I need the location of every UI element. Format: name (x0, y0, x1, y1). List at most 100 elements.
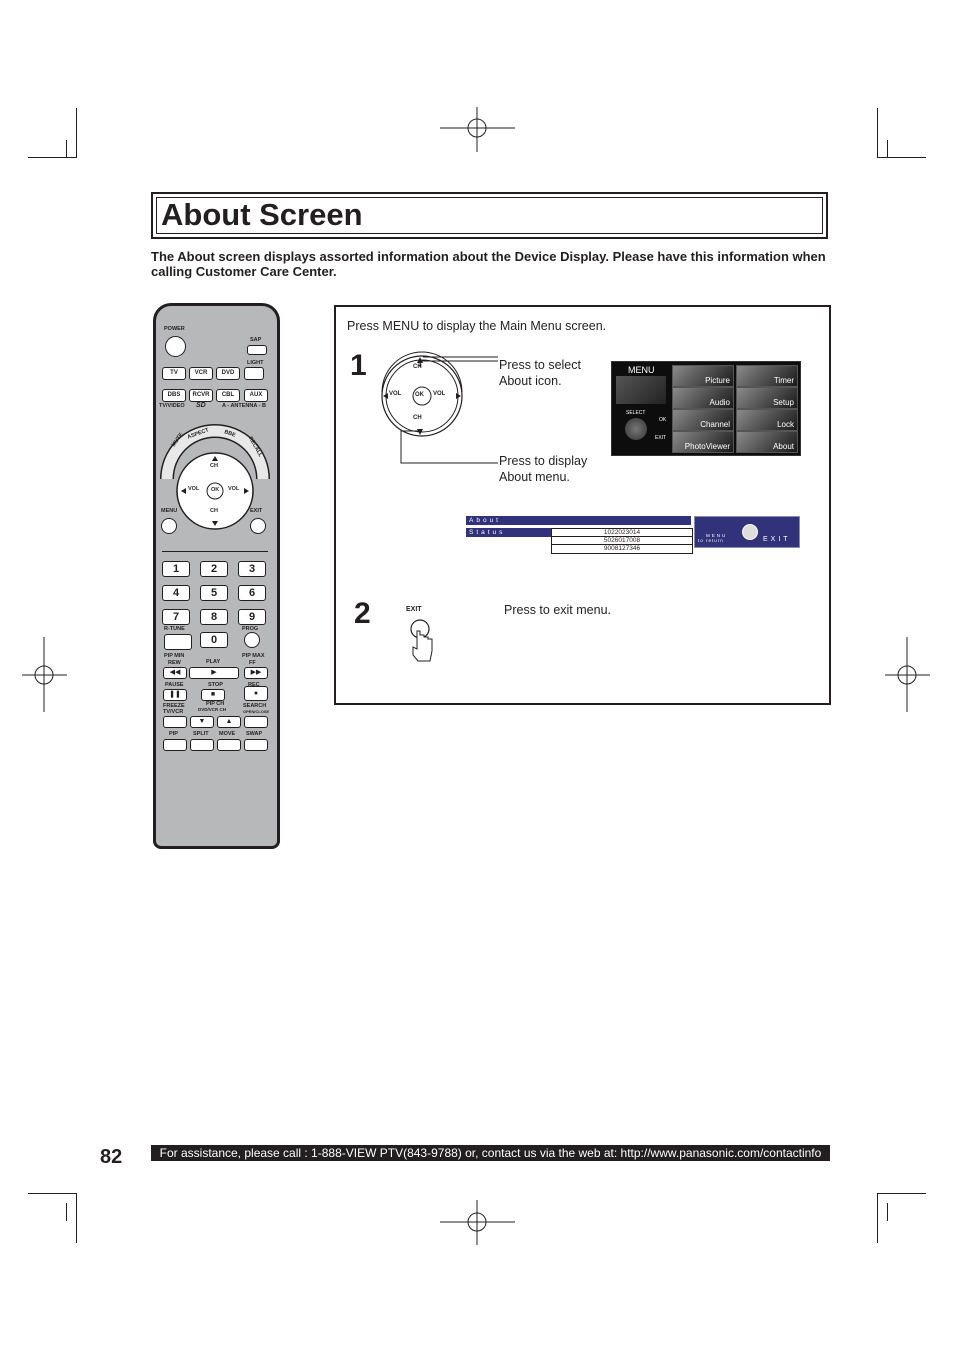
pip-button[interactable] (163, 739, 187, 751)
exit-button-label: EXIT (406, 606, 422, 613)
stop-button[interactable]: ■ (201, 689, 225, 701)
menu-instruction: Press MENU to display the Main Menu scre… (347, 319, 607, 333)
menu-tile-timer[interactable]: Timer (736, 365, 798, 387)
step-number-2: 2 (354, 597, 371, 630)
freeze-button[interactable] (163, 716, 187, 728)
return-dial-icon (742, 524, 758, 540)
dial-vol-left-label: VOL (389, 391, 402, 397)
pip-max-label: PIP MAX (242, 653, 265, 659)
num-1-button[interactable]: 1 (162, 561, 190, 577)
stop-label: STOP (208, 682, 223, 688)
rew-label: REW (168, 660, 181, 666)
pause-button[interactable]: ❚❚ (163, 689, 187, 701)
swap-button[interactable] (244, 739, 268, 751)
aux-button[interactable]: AUX (244, 389, 268, 402)
sap-button[interactable] (247, 345, 267, 355)
menu-button[interactable] (161, 518, 177, 534)
light-label: LIGHT (247, 360, 264, 366)
pip-label: PIP (169, 731, 178, 737)
vol-right-label: VOL (228, 486, 240, 492)
play-button[interactable]: ▶ (189, 667, 239, 679)
navigation-pad[interactable] (159, 424, 271, 532)
sd-logo: SD (196, 402, 206, 409)
num-5-button[interactable]: 5 (200, 585, 228, 601)
menu-tile-lock[interactable]: Lock (736, 409, 798, 431)
rec-button[interactable]: ● (244, 686, 268, 701)
menu-tile-picture[interactable]: Picture (672, 365, 734, 387)
power-label: POWER (164, 326, 185, 332)
menu-select-label: SELECT (626, 410, 646, 416)
ff-button[interactable]: ▶▶ (244, 667, 268, 679)
dial-ch-up-label: CH (413, 364, 422, 370)
exit-label: EXIT (250, 508, 263, 514)
exit-instruction: Press to exit menu. (504, 603, 611, 617)
search-button[interactable] (244, 716, 268, 728)
swap-label: SWAP (246, 731, 263, 737)
freeze-label: FREEZE (163, 703, 185, 709)
tv-button[interactable]: TV (162, 367, 186, 380)
num-8-button[interactable]: 8 (200, 609, 228, 625)
ch-down-label: CH (210, 508, 218, 514)
antenna-label: A - ANTENNA - B (222, 403, 266, 409)
light-button[interactable] (244, 367, 264, 380)
num-6-button[interactable]: 6 (238, 585, 266, 601)
num-3-button[interactable]: 3 (238, 561, 266, 577)
num-9-button[interactable]: 9 (238, 609, 266, 625)
prog-button[interactable] (244, 632, 260, 648)
split-button[interactable] (190, 739, 214, 751)
menu-tile-audio[interactable]: Audio (672, 387, 734, 409)
ff-label: FF (249, 660, 256, 666)
cbl-button[interactable]: CBL (216, 389, 240, 402)
menu-tile-channel[interactable]: Channel (672, 409, 734, 431)
rew-button[interactable]: ◀◀ (163, 667, 187, 679)
dvdvcrch-label: DVD/VCR CH (198, 707, 227, 712)
play-label: PLAY (206, 659, 221, 665)
registration-mark-right (885, 637, 930, 712)
num-4-button[interactable]: 4 (162, 585, 190, 601)
rcvr-button[interactable]: RCVR (189, 389, 213, 402)
registration-mark-left (22, 637, 67, 712)
dial-ok-label: OK (415, 392, 424, 398)
status-value-3: 9008127346 (551, 544, 693, 554)
about-header-bar: About (466, 516, 691, 525)
divider (162, 551, 268, 552)
dvd-button[interactable]: DVD (216, 367, 240, 380)
pipch-down-button[interactable]: ▼ (190, 716, 214, 728)
power-button[interactable] (165, 336, 186, 357)
step-number-1: 1 (350, 349, 367, 382)
menu-tile-about[interactable]: About (736, 431, 798, 453)
menu-tile-photoviewer[interactable]: PhotoViewer (672, 431, 734, 453)
pause-label: PAUSE (165, 682, 184, 688)
dial-illustration (381, 351, 498, 464)
instructions-panel: Press MENU to display the Main Menu scre… (334, 305, 831, 705)
move-label: MOVE (219, 731, 236, 737)
menu-label: MENU (161, 508, 178, 514)
num-7-button[interactable]: 7 (162, 609, 190, 625)
remote-control: POWER SAP LIGHT TV VCR DVD DBS RCVR CBL … (153, 303, 280, 849)
select-instruction-line1: Press to select (499, 358, 581, 372)
prog-label: PROG (242, 626, 259, 632)
sap-label: SAP (250, 337, 262, 343)
move-button[interactable] (217, 739, 241, 751)
menu-tile-setup[interactable]: Setup (736, 387, 798, 409)
num-0-button[interactable]: 0 (200, 632, 228, 648)
title-inner-frame (156, 197, 823, 234)
menu-screen-title: MENU (628, 365, 655, 375)
title-box: About Screen (151, 192, 828, 239)
select-instruction-line2: About icon. (499, 374, 562, 388)
intro-text: The About screen displays assorted infor… (151, 249, 826, 279)
num-2-button[interactable]: 2 (200, 561, 228, 577)
exit-button[interactable] (250, 518, 266, 534)
vcr-button[interactable]: VCR (189, 367, 213, 380)
pip-min-label: PIP MIN (164, 653, 185, 659)
menu-preview (616, 376, 666, 404)
menu-return-label: MENU (706, 533, 728, 538)
page-number: 82 (100, 1146, 123, 1168)
pipch-up-button[interactable]: ▲ (217, 716, 241, 728)
registration-mark-top (440, 107, 515, 152)
display-instruction-line2: About menu. (499, 470, 570, 484)
rtune-button[interactable] (164, 634, 192, 650)
dbs-button[interactable]: DBS (162, 389, 186, 402)
display-instruction-line1: Press to display (499, 454, 588, 468)
main-menu-screen: MENU SELECT OK EXIT Picture Timer Audio … (611, 361, 801, 456)
